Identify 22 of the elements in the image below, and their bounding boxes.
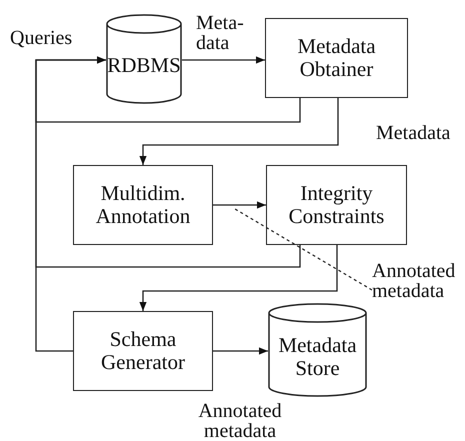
node-label: Schema Generator bbox=[100, 328, 186, 374]
edge-label: Metadata bbox=[376, 123, 452, 143]
leader-line bbox=[234, 208, 372, 291]
node-label: Integrity Constraints bbox=[288, 182, 386, 228]
edge-label: Annotated metadata bbox=[197, 401, 283, 441]
arrow bbox=[139, 98, 339, 165]
edge-label: Queries bbox=[10, 28, 74, 48]
node-label: Multidim. Annotation bbox=[94, 182, 192, 228]
process-box bbox=[265, 18, 408, 98]
arrow bbox=[139, 245, 338, 311]
arrow bbox=[213, 201, 266, 209]
node-label: RDBMS bbox=[107, 54, 181, 78]
node-label: Metadata Obtainer bbox=[296, 34, 377, 82]
node-label: Annotated metadata bbox=[372, 261, 456, 301]
edge-label: Meta- data bbox=[196, 13, 245, 53]
node-label: Metadata Store bbox=[277, 334, 358, 380]
arrow bbox=[35, 56, 301, 268]
process-box bbox=[73, 311, 213, 391]
arrow bbox=[182, 56, 265, 64]
process-box bbox=[73, 165, 213, 245]
process-box bbox=[266, 165, 407, 245]
arrow bbox=[213, 347, 268, 355]
